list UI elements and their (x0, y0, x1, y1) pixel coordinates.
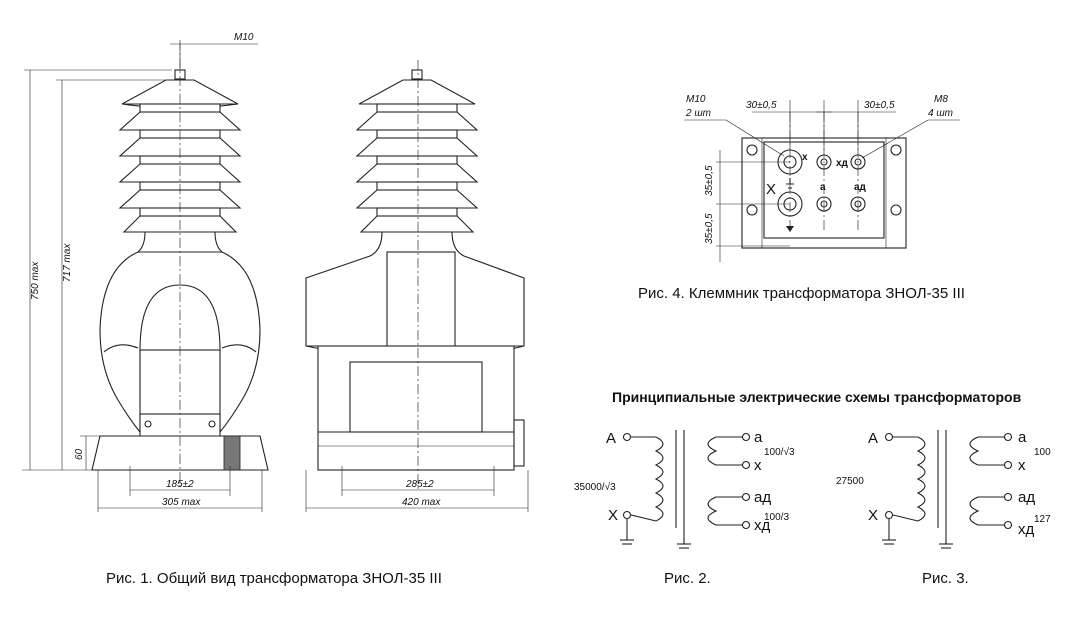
fig3-u1: 100 (1034, 447, 1051, 458)
fig3-primary-voltage: 27500 (836, 476, 864, 487)
label-m8: М8 (934, 94, 948, 105)
fig3-A-label: A (868, 430, 878, 447)
label-m10-qty: 2 шт (685, 108, 711, 119)
ground-icon (786, 226, 794, 232)
terminal-X-label: X (766, 181, 776, 198)
ground-icon (786, 178, 794, 189)
terminal-xd-label: xд (836, 158, 849, 169)
fig1-side-view: 285±2 420 max (305, 60, 529, 512)
terminal-ad-label: aд (854, 182, 867, 193)
fig3-X-label: X (868, 507, 878, 524)
fig3-ad-label: aд (1018, 489, 1035, 506)
dim-height-717: 717 max (62, 243, 73, 282)
label-m8-qty: 4 шт (928, 108, 953, 119)
fig2-a-label: a (754, 429, 763, 446)
dim-width-305: 305 max (162, 497, 201, 508)
fig2-ad-label: aд (754, 489, 771, 506)
fig2-X-label: X (608, 507, 618, 524)
dim-width-185: 185±2 (166, 479, 194, 490)
fig3-caption: Рис. 3. (922, 570, 969, 587)
dim-30a: 30±0,5 (746, 100, 777, 111)
label-m10: М10 (686, 94, 706, 105)
dim-30b: 30±0,5 (864, 100, 895, 111)
dim-height-750: 750 max (30, 261, 41, 300)
fig3-u2: 127 (1034, 514, 1051, 525)
fig2-xd-label: xд (754, 517, 771, 534)
fig3-scheme: A X 27500 a x 100 aд xд 127 (836, 429, 1051, 549)
dim-35b: 35±0,5 (704, 213, 715, 244)
fig2-u1: 100/√3 (764, 446, 795, 458)
fig2-scheme: A X 35000/√3 a x 100/√3 aд xд 100/3 (574, 429, 795, 549)
fig3-x-label: x (1018, 457, 1026, 474)
fig1-caption: Рис. 1. Общий вид трансформатора ЗНОЛ-35… (106, 570, 442, 587)
dim-width-285: 285±2 (405, 479, 434, 490)
fig3-a-label: a (1018, 429, 1027, 446)
dim-width-420: 420 max (402, 497, 441, 508)
fig4-terminal-block: x xд a aд X 30±0,5 30±0,5 35±0,5 35±0,5 … (684, 94, 960, 262)
dim-height-60: 60 (74, 448, 85, 460)
schemes-title: Принципиальные электрические схемы транс… (612, 389, 1022, 405)
fig2-x-label: x (754, 457, 762, 474)
fig4-caption: Рис. 4. Клеммник трансформатора ЗНОЛ-35 … (638, 285, 965, 302)
fig2-A-label: A (606, 430, 616, 447)
dim-m10: М10 (234, 32, 254, 43)
fig2-u2: 100/3 (764, 512, 789, 523)
fig2-caption: Рис. 2. (664, 570, 711, 587)
terminal-a-label: a (820, 182, 826, 193)
fig3-xd-label: xд (1018, 521, 1035, 538)
fig1-front-view: М10 750 max 717 max 60 185±2 305 max (22, 32, 269, 512)
terminal-x-label: x (802, 152, 808, 163)
dim-35a: 35±0,5 (704, 165, 715, 196)
fig2-primary-voltage: 35000/√3 (574, 481, 616, 493)
